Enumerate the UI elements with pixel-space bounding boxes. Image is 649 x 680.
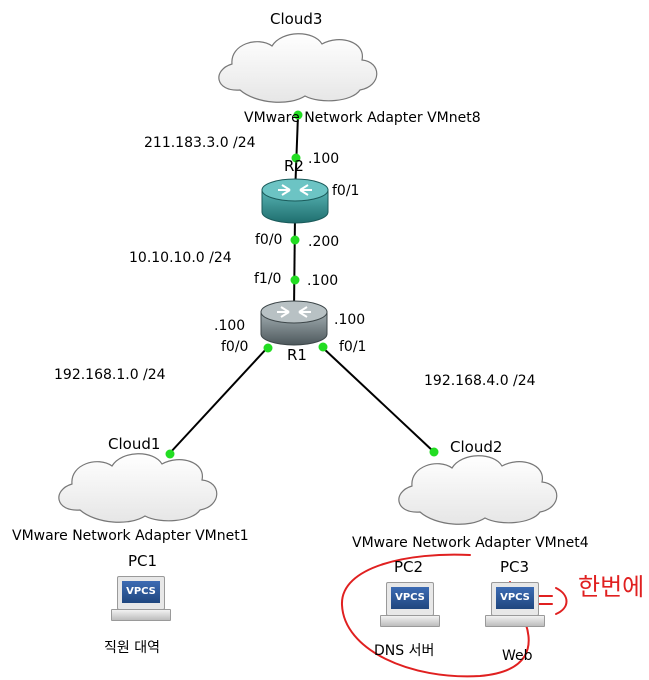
cloud1-adapter-label: VMware Network Adapter VMnet1	[12, 528, 249, 544]
network-lan4-label: 192.168.4.0 /24	[424, 373, 536, 389]
pc2-label: PC2	[394, 558, 424, 576]
cloud2-icon[interactable]	[398, 455, 558, 525]
link-r1-cloud2[interactable]	[321, 346, 435, 453]
dot-r2-bottom	[290, 235, 300, 245]
router-r1-label: R1	[287, 346, 307, 364]
cloud3-adapter-label: VMware Network Adapter VMnet8	[244, 110, 481, 126]
r1-top-if: f1/0	[254, 271, 282, 287]
cloud2-label: Cloud2	[450, 438, 503, 456]
handwritten-annotation-text: 한번에	[578, 573, 645, 601]
r1-top-addr: .100	[307, 273, 339, 289]
r1-left-if: f0/0	[221, 339, 249, 355]
r1-right-if: f0/1	[339, 339, 367, 355]
router-r2-label: R2	[284, 157, 304, 175]
network-core-label: 10.10.10.0 /24	[129, 250, 232, 266]
network-wan-label: 211.183.3.0 /24	[144, 135, 256, 151]
cloud2-adapter-label: VMware Network Adapter VMnet4	[352, 535, 589, 551]
pc3-badge: VPCS	[500, 592, 530, 603]
dot-cloud3	[293, 110, 303, 120]
pc2-caption: DNS 서버	[374, 643, 435, 659]
r2-bottom-if: f0/0	[255, 232, 283, 248]
pc2-badge: VPCS	[395, 592, 425, 603]
r2-bottom-addr: .200	[308, 234, 340, 250]
link-r1-cloud1[interactable]	[168, 346, 269, 455]
dot-r1-top	[290, 275, 300, 285]
pc1-badge: VPCS	[126, 586, 156, 597]
dot-cloud1	[165, 449, 175, 459]
link-r2-r1[interactable]	[293, 214, 296, 311]
cloud3-label: Cloud3	[270, 10, 323, 28]
r2-top-if: f0/1	[332, 183, 360, 199]
pc1-label: PC1	[128, 552, 158, 570]
brace	[555, 587, 568, 615]
dot-r1-left	[263, 343, 273, 353]
router-r1-icon[interactable]	[260, 300, 328, 346]
pc3-caption: Web	[502, 648, 533, 664]
dot-r2-top	[291, 153, 301, 163]
r1-right-addr: .100	[334, 312, 366, 328]
cloud1-label: Cloud1	[108, 435, 161, 453]
network-lan1-label: 192.168.1.0 /24	[54, 367, 166, 383]
r2-top-addr: .100	[308, 151, 340, 167]
cloud1-icon[interactable]	[58, 453, 218, 523]
cloud3-icon[interactable]	[218, 33, 378, 103]
pc1-caption: 직원 대역	[104, 640, 160, 656]
dot-r1-right	[318, 342, 328, 352]
pc3-label: PC3	[500, 558, 530, 576]
r1-left-addr: .100	[214, 318, 246, 334]
router-r2-icon[interactable]	[261, 178, 329, 224]
dot-cloud2	[429, 447, 439, 457]
link-dots	[165, 110, 439, 459]
